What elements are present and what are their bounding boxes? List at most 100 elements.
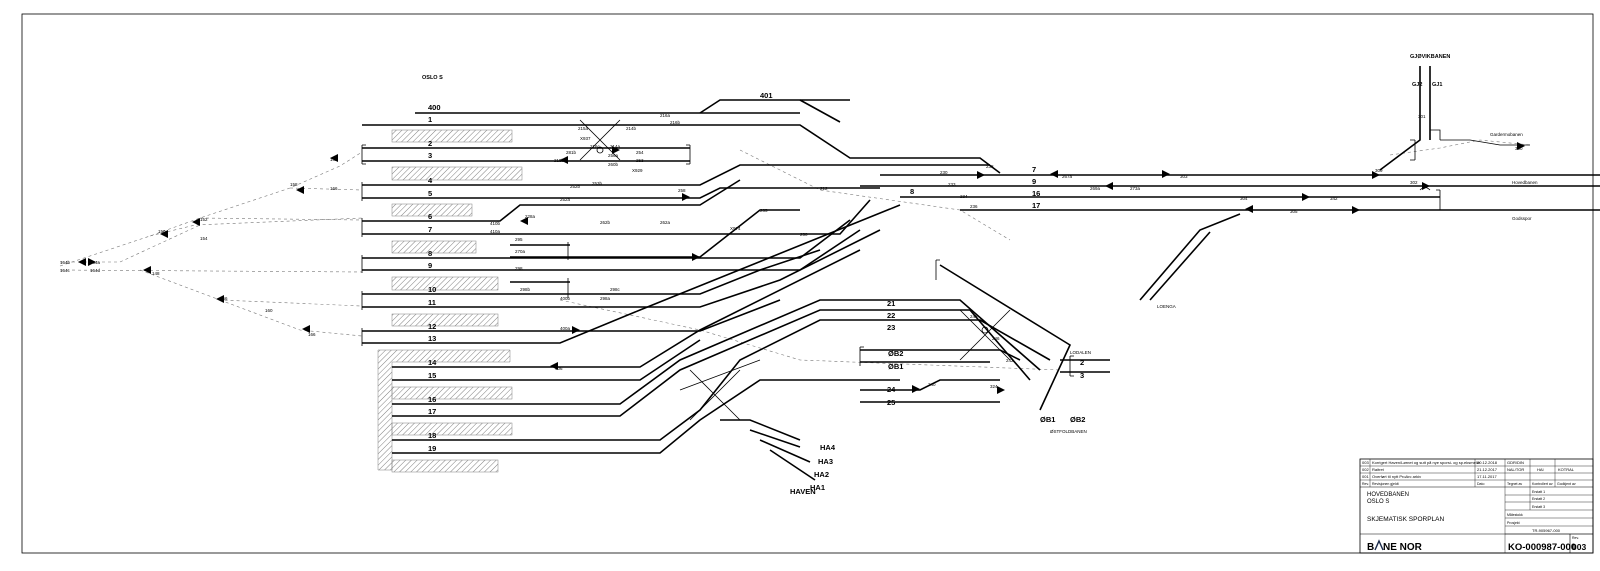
revision-header: Dato	[1477, 482, 1484, 486]
revision-header: Rev.	[1362, 482, 1369, 486]
switch-label: 302	[1410, 180, 1418, 185]
switch-marker	[692, 253, 700, 261]
line-label: HA2	[814, 470, 829, 479]
switch-label: 253b	[592, 181, 603, 186]
status-label: Prosjekt	[1507, 521, 1520, 525]
switch-marker	[1517, 142, 1525, 150]
switch-label: 256a	[608, 153, 619, 158]
switch-labels: 164b 164a 164c 164d 162 158 166 152 150 …	[60, 113, 1523, 389]
switch-label: 214a	[610, 144, 621, 149]
line-label: HA3	[818, 457, 833, 466]
switch-marker	[1050, 170, 1058, 178]
switch-label: 258	[678, 188, 686, 193]
switch-label: 410a	[490, 229, 501, 234]
track-number: 25	[887, 398, 895, 407]
track-number: ØB1	[888, 362, 903, 371]
project-line: HOVEDBANEN	[1367, 492, 1409, 498]
switch-label: 295	[515, 237, 523, 242]
line-label: Hovedbanen	[1512, 180, 1538, 185]
side-label: Erstatt 2	[1532, 497, 1545, 501]
switch-label: 262a	[660, 220, 671, 225]
track-number: 18	[428, 431, 436, 440]
switch-label: 267a	[1062, 174, 1073, 179]
switch-label: 164a	[90, 260, 101, 265]
revision-header: Revisjonen gjeldt	[1372, 482, 1399, 486]
switch-marker	[520, 217, 528, 225]
title-block-frame	[1359, 458, 1594, 554]
switch-label: 216c	[590, 144, 601, 149]
switch-label: 253	[636, 158, 644, 163]
switch-label: 281b	[566, 150, 577, 155]
diamond-crossing	[981, 326, 989, 334]
line-labels: GJØVIKBANEN GJ2 GJ1 Gardermobanen Hovedb…	[790, 54, 1538, 496]
switch-label: 254	[636, 150, 644, 155]
track-number: 21	[887, 299, 895, 308]
platform-2	[391, 166, 523, 181]
switch-label: 309	[1375, 168, 1383, 173]
line-label: HAVEN	[790, 487, 816, 496]
line-label: ØB1	[1040, 415, 1055, 424]
track-number: 5	[428, 189, 432, 198]
track-number: 8	[910, 187, 914, 196]
switch-label: 162	[330, 157, 338, 162]
switch-label: 150	[158, 229, 166, 234]
logo-wordmark-a: B	[1367, 542, 1374, 553]
switch-label: 410b	[490, 221, 501, 226]
revision-text: Raitret	[1372, 467, 1385, 472]
switch-label: 215b	[554, 158, 565, 163]
track-number: ØB2	[888, 349, 903, 358]
switch-label: X929	[632, 168, 643, 173]
revision-header: Tegnet av	[1507, 482, 1522, 486]
switch-label: 212	[820, 186, 828, 191]
sheet-number: 003	[1572, 542, 1586, 552]
revision-author: NAL/TOR	[1507, 467, 1524, 472]
drawing-frame	[21, 13, 1594, 554]
switch-label: 304	[1240, 196, 1248, 201]
revision-text: Korrigert Haven/Lørnet og sutt på nye sp…	[1372, 460, 1481, 465]
switch-label: 262b	[600, 220, 611, 225]
side-label: Erstatt 3	[1532, 505, 1545, 509]
track-number: 401	[760, 91, 773, 100]
logo-mark	[1374, 539, 1384, 551]
track-number: 1	[428, 115, 432, 124]
track-number: 400	[428, 103, 441, 112]
switch-label: 164b	[60, 260, 71, 265]
track-number: 17	[428, 407, 436, 416]
scale-label: Målestokk	[1507, 513, 1523, 517]
switch-label: 248	[970, 314, 978, 319]
platform-9	[391, 422, 513, 436]
revision-header: Godkjent av	[1557, 482, 1576, 486]
switch-label: 303	[1180, 174, 1188, 179]
switch-label: 166	[308, 332, 316, 337]
switch-marker	[192, 218, 200, 226]
switch-label: 233	[948, 182, 956, 187]
track-number: 9	[1032, 177, 1036, 186]
line-label: ØSTFOLDBANEN	[1050, 429, 1087, 434]
switch-label: 154	[200, 236, 208, 241]
switch-label: 246	[992, 336, 1000, 341]
switch-marker	[572, 326, 580, 334]
platforms	[377, 129, 523, 473]
line-label: ØB2	[1070, 415, 1085, 424]
switch-marker	[1352, 206, 1360, 214]
diamond-crossing	[596, 146, 604, 154]
track-number: 7	[428, 225, 432, 234]
switch-label: 215a	[578, 126, 589, 131]
switch-label: 298	[515, 266, 523, 271]
line-label: HA1	[810, 483, 825, 492]
platform-4	[391, 240, 477, 254]
switch-marker	[88, 258, 96, 266]
track-number: 15	[428, 371, 436, 380]
track-number: 11	[428, 298, 436, 307]
line-label: GJ2	[1412, 82, 1422, 88]
sheet-label: Rev.	[1572, 536, 1579, 540]
revision-approver: KOTRAL	[1558, 467, 1575, 472]
line-label: GJ1	[1432, 82, 1442, 88]
switch-label: 252a	[560, 197, 571, 202]
revision-date: 21.12.2017	[1477, 467, 1498, 472]
switch-label: 238	[986, 164, 994, 169]
track-number: 9	[428, 261, 432, 270]
switch-label: 158	[290, 182, 298, 187]
switch-label: 301	[1418, 114, 1426, 119]
switch-marker	[1245, 205, 1253, 213]
